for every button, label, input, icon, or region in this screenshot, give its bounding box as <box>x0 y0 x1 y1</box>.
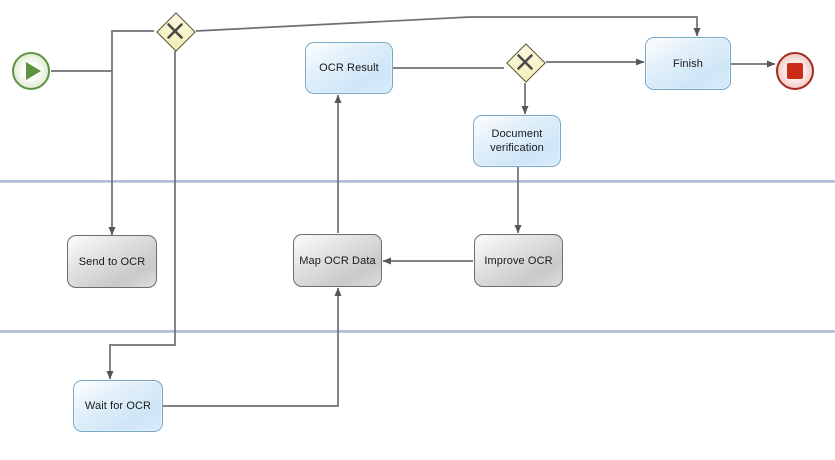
exclusive-gateway-2[interactable] <box>505 42 546 83</box>
task-improve-ocr[interactable]: Improve OCR <box>474 234 563 287</box>
task-wait-for-ocr[interactable]: Wait for OCR <box>73 380 163 432</box>
task-label: OCR Result <box>319 62 379 74</box>
task-label: Map OCR Data <box>299 254 376 267</box>
x-gateway-icon <box>517 54 533 70</box>
lane-separator-1 <box>0 180 835 183</box>
lane-separator-2 <box>0 330 835 333</box>
end-event[interactable] <box>776 52 814 90</box>
edge-start-to-gateway1 <box>51 30 154 72</box>
x-gateway-icon <box>167 23 183 39</box>
task-finish[interactable]: Finish <box>645 37 731 90</box>
edge-gateway1-to-finish <box>195 16 701 37</box>
task-document-verification[interactable]: Document verification <box>473 115 561 167</box>
task-label: Document verification <box>490 128 544 154</box>
task-ocr-result[interactable]: OCR Result <box>305 42 393 94</box>
start-event[interactable] <box>12 52 50 90</box>
stop-square-icon <box>787 63 803 79</box>
exclusive-gateway-1[interactable] <box>155 11 196 52</box>
play-icon <box>25 62 41 80</box>
task-label: Wait for OCR <box>84 400 152 412</box>
task-send-to-ocr[interactable]: Send to OCR <box>67 235 157 288</box>
task-map-ocr-data[interactable]: Map OCR Data <box>293 234 382 287</box>
edge-wait-to-map <box>163 287 342 407</box>
task-label: Finish <box>673 57 703 70</box>
task-label: Improve OCR <box>484 254 553 267</box>
task-label: Send to OCR <box>78 255 146 268</box>
